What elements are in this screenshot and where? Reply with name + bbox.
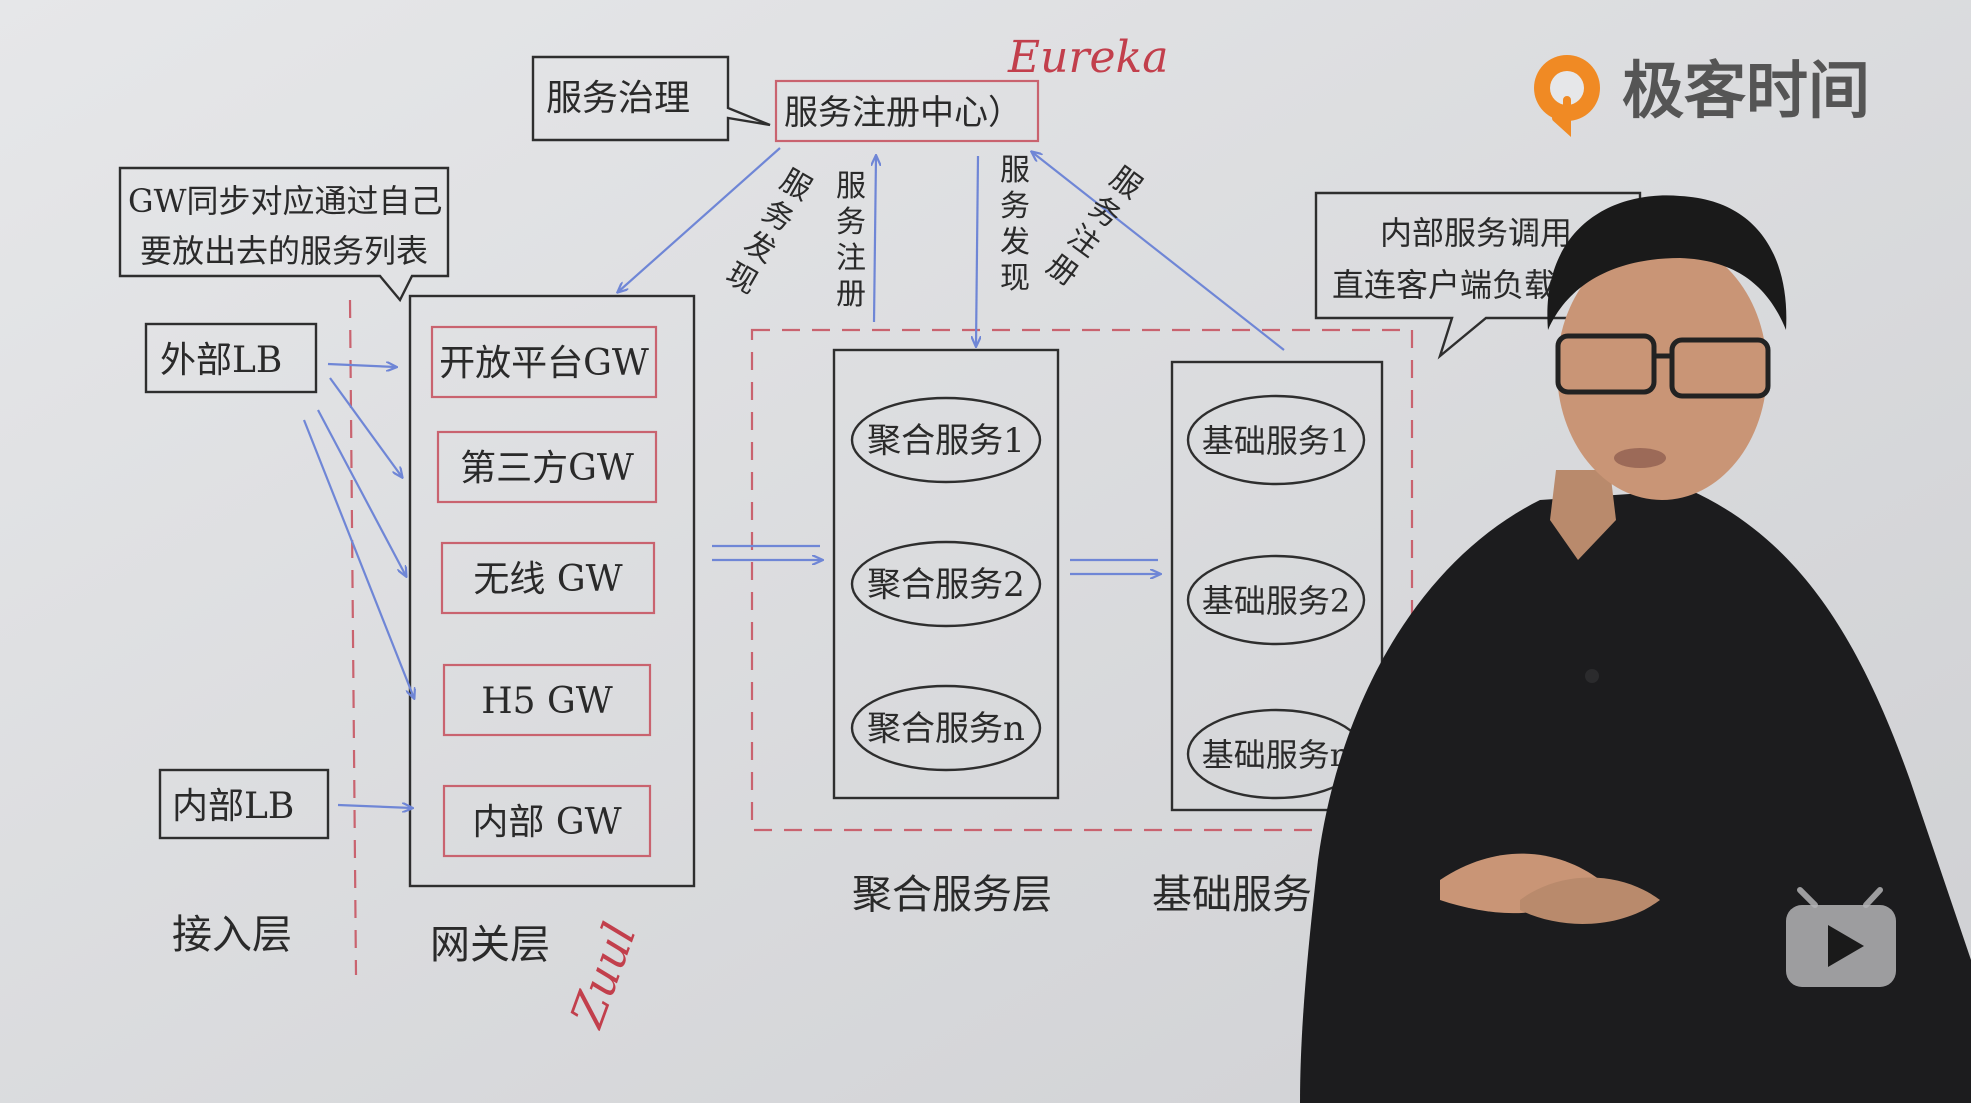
aggregation-service-label: 聚合服务1 [867,421,1025,461]
internal-call-note-line1: 内部服务调用 [1380,214,1572,252]
arrow-lb-to-wireless-gw [317,409,406,576]
presenter-face [1557,240,1767,500]
gateway-items: 开放平台GW 第三方GW 无线 GW H5 GW 内部 GW [430,325,658,858]
arrow-lb-to-open-gw [327,364,396,367]
brand-logo: 极客时间 [1534,54,1870,138]
gateway-item-label: 开放平台GW [439,343,649,384]
governance-callout: 服务治理 [531,55,771,142]
arrow-lb-to-h5-gw [302,419,414,698]
gw-sync-note-line2: 要放出去的服务列表 [140,232,428,270]
base-service-label: 基础服务n [1202,736,1351,774]
base-service-label: 基础服务1 [1202,422,1350,460]
brand-name: 极客时间 [1622,54,1870,127]
arrow-lb-to-third-gw [329,377,402,477]
registry-arrows [618,147,1285,351]
arrow-discovery-to-aggregation [976,155,978,346]
aggregation-service: 聚合服务n [850,684,1042,772]
base-items: 基础服务1 基础服务2 基础服务n [1186,394,1366,800]
gateway-container [408,294,696,888]
gw-sync-note: GW同步对应通过自己 要放出去的服务列表 [118,166,450,303]
play-button[interactable] [1786,887,1896,987]
arrow-register-from-gateway [874,156,876,323]
base-service: 基础服务2 [1186,554,1366,646]
arrow-discovery-to-gateway [618,147,781,292]
service-layer-boundary [750,328,1414,832]
gw-sync-note-line1: GW同步对应通过自己 [128,182,442,220]
access-arrows [302,364,414,808]
aggregation-service: 聚合服务2 [850,540,1042,628]
aggregation-service-label: 聚合服务n [867,709,1025,749]
gateway-item: 内部 GW [442,784,652,858]
internal-lb: 内部LB [158,768,330,840]
gateway-item: 第三方GW [436,430,658,504]
base-service: 基础服务1 [1186,394,1366,486]
gateway-item-label: 无线 GW [473,559,622,600]
external-lb: 外部LB [144,322,318,394]
aggregation-service-label: 聚合服务2 [867,565,1025,605]
gateway-item-label: H5 GW [481,681,613,722]
registry-center-label: 服务注册中心） [784,93,1022,133]
layer-flow-arrows [712,544,1160,574]
arrow-internal-lb-to-internal-gw [337,805,412,808]
governance-callout-text: 服务治理 [546,78,690,119]
base-service-label: 基础服务2 [1202,582,1350,620]
base-container [1170,360,1384,812]
gateway-item: 无线 GW [440,541,656,615]
flow-label-register-from-gw: 服务注册 [836,169,866,312]
gateway-item: H5 GW [442,663,652,737]
gateway-layer-label: 网关层 [430,922,550,968]
aggregation-items: 聚合服务1 聚合服务2 聚合服务n [850,396,1042,772]
gateway-item: 开放平台GW [430,325,658,399]
external-lb-label: 外部LB [160,340,282,381]
arrow-register-from-base [1032,152,1285,351]
registry-center: 服务注册中心） [774,79,1040,143]
access-layer-divider [348,299,358,976]
flow-label-discovery-to-agg: 服务发现 [1000,153,1030,296]
play-icon [1828,925,1864,967]
aggregation-container [832,348,1060,800]
aggregation-service: 聚合服务1 [850,396,1042,484]
gateway-item-label: 内部 GW [472,802,621,843]
internal-call-note-line2: 直连客户端负载 [1332,266,1556,304]
aggregation-layer-label: 聚合服务层 [852,872,1052,918]
gateway-item-label: 第三方GW [460,448,634,489]
internal-call-note: 内部服务调用 直连客户端负载 [1314,191,1642,360]
eureka-label: Eureka [1007,32,1168,83]
internal-lb-label: 内部LB [172,786,294,827]
access-layer-label: 接入层 [172,912,292,958]
